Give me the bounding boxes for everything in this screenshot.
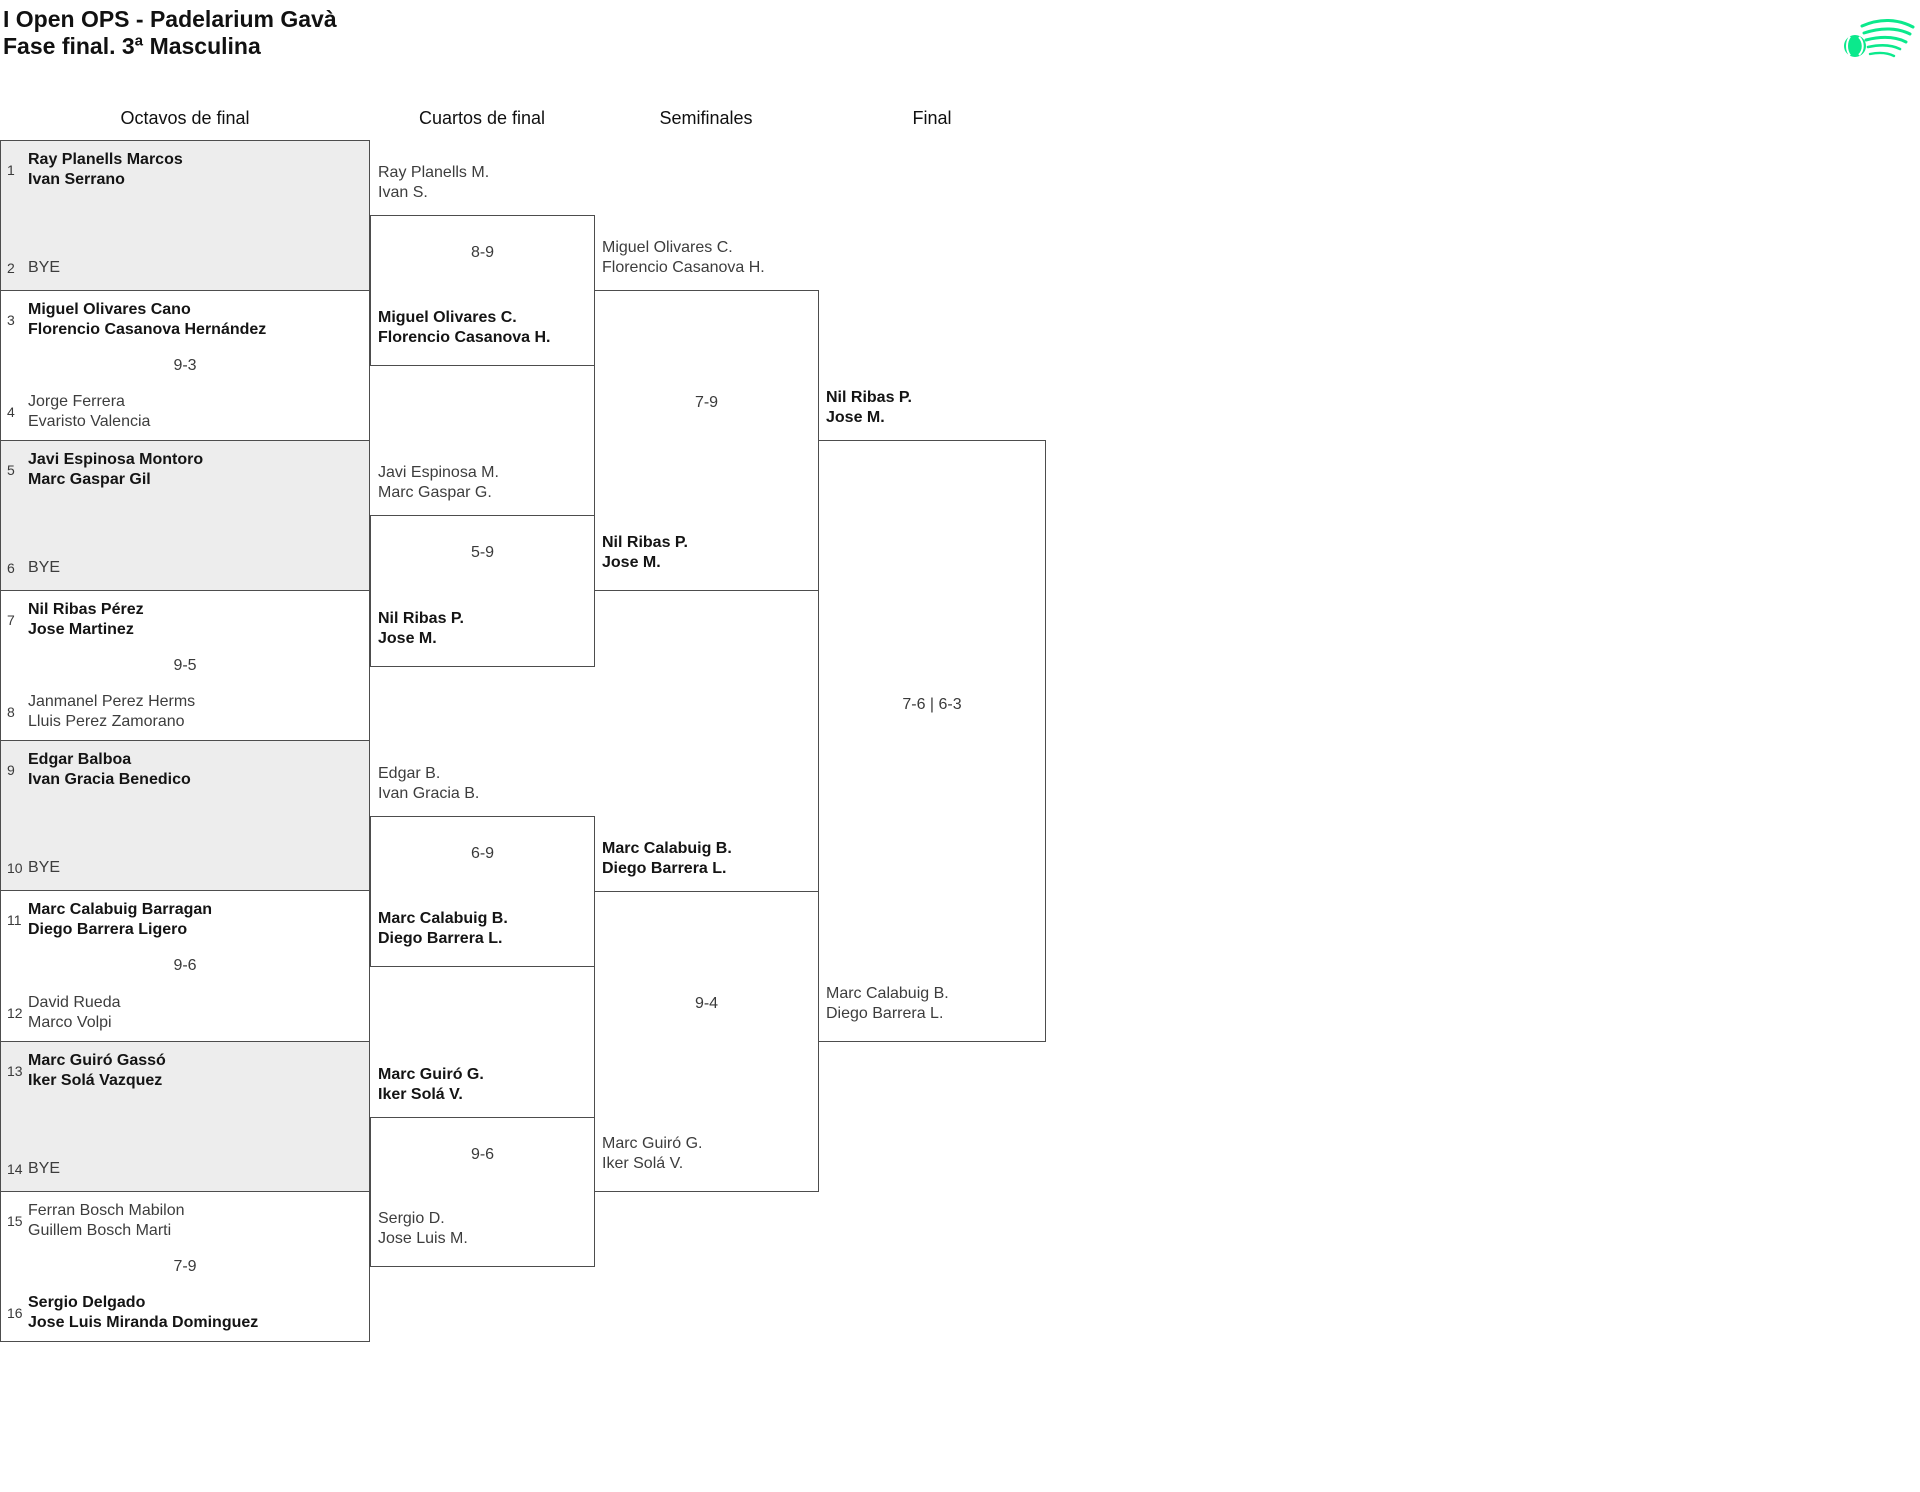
match-score: 9-6 <box>173 957 197 974</box>
seed-number: 16 <box>7 1305 23 1321</box>
round-header-final: Final <box>912 108 952 128</box>
bracket-subtitle: Fase final. 3ª Masculina <box>3 33 261 59</box>
team-name: Marc Calabuig B.Diego Barrera L. <box>378 910 508 947</box>
seed-number: 4 <box>7 404 15 420</box>
qf-match-1: Ray Planells M.Ivan S. 8-9 Miguel Olivar… <box>370 164 595 366</box>
round-header-semifinales: Semifinales <box>659 108 753 128</box>
qf-match-2: Javi Espinosa M.Marc Gaspar G. 5-9 Nil R… <box>370 464 595 667</box>
qf-match-3: Edgar B.Ivan Gracia B. 6-9 Marc Calabuig… <box>370 765 595 967</box>
match-score: 9-6 <box>470 1146 495 1163</box>
tournament-title: I Open OPS - Padelarium Gavà <box>3 6 337 32</box>
seed-number: 15 <box>7 1213 23 1229</box>
round-header-octavos: Octavos de final <box>120 108 250 128</box>
bracket-slot: 6 BYE <box>1 558 363 578</box>
sf-match-2: Marc Calabuig B.Diego Barrera L. 9-4 Mar… <box>594 840 819 1192</box>
seed-number: 14 <box>7 1161 23 1177</box>
seed-number: 8 <box>7 704 15 720</box>
seed-number: 11 <box>7 912 22 928</box>
team-name: Marc Calabuig B.Diego Barrera L. <box>602 840 732 877</box>
sf-match-1: Miguel Olivares C.Florencio Casanova H. … <box>594 239 819 591</box>
match-score: 9-3 <box>173 356 197 374</box>
bye-label: BYE <box>28 259 61 276</box>
match-score: 5-9 <box>470 544 495 561</box>
seed-number: 10 <box>7 860 23 876</box>
match-score: 7-9 <box>694 394 719 411</box>
seed-number: 12 <box>7 1005 23 1021</box>
seed-number: 6 <box>7 560 15 576</box>
team-name: Edgar B.Ivan Gracia B. <box>378 765 480 802</box>
team-name: Ray Planells M.Ivan S. <box>378 164 490 201</box>
bye-label: BYE <box>28 1160 61 1177</box>
team-name: Marc Calabuig B.Diego Barrera L. <box>826 985 949 1022</box>
seed-number: 7 <box>7 612 15 628</box>
match-score: 9-4 <box>694 995 719 1012</box>
tournament-titlebar: I Open OPS - Padelarium Gavà Fase final.… <box>3 6 337 60</box>
team-name: Marc Guiró G.Iker Solá V. <box>602 1135 703 1172</box>
bye-label: BYE <box>28 559 61 576</box>
bye-label: BYE <box>28 859 61 876</box>
team-name: Javi Espinosa M.Marc Gaspar G. <box>378 464 499 501</box>
team-name: Nil Ribas P.Jose M. <box>378 610 464 647</box>
team-name: Marc Guiró G.Iker Solá V. <box>378 1066 484 1103</box>
team-name: Nil Ribas P.Jose M. <box>602 534 688 571</box>
bracket-slot: 10 BYE <box>1 858 363 878</box>
seed-number: 2 <box>7 260 15 276</box>
padel-ball-swoosh-icon <box>1840 16 1916 64</box>
bracket-slot: 14 BYE <box>1 1159 363 1179</box>
team-name: Miguel Olivares C.Florencio Casanova H. <box>378 309 551 346</box>
match-score: 6-9 <box>470 845 495 862</box>
round-header-cuartos: Cuartos de final <box>418 108 546 128</box>
seed-number: 3 <box>7 312 15 328</box>
team-name: Miguel Olivares C.Florencio Casanova H. <box>602 239 765 276</box>
match-score: 8-9 <box>470 244 495 261</box>
seed-number: 13 <box>7 1063 23 1079</box>
qf-match-4: Marc Guiró G.Iker Solá V. 9-6 Sergio D.J… <box>370 1066 595 1267</box>
seed-number: 9 <box>7 762 15 778</box>
final-match: Nil Ribas P.Jose M. 7-6 | 6-3 Marc Calab… <box>818 389 1046 1042</box>
match-score: 7-9 <box>173 1257 197 1275</box>
team-name: Sergio D.Jose Luis M. <box>378 1210 468 1247</box>
match-score: 7-6 | 6-3 <box>902 696 962 713</box>
bracket-slot: 2 BYE <box>1 258 363 278</box>
team-name: Nil Ribas P.Jose M. <box>826 389 912 426</box>
seed-number: 1 <box>7 162 15 178</box>
match-score: 9-5 <box>173 656 197 674</box>
seed-number: 5 <box>7 462 15 478</box>
